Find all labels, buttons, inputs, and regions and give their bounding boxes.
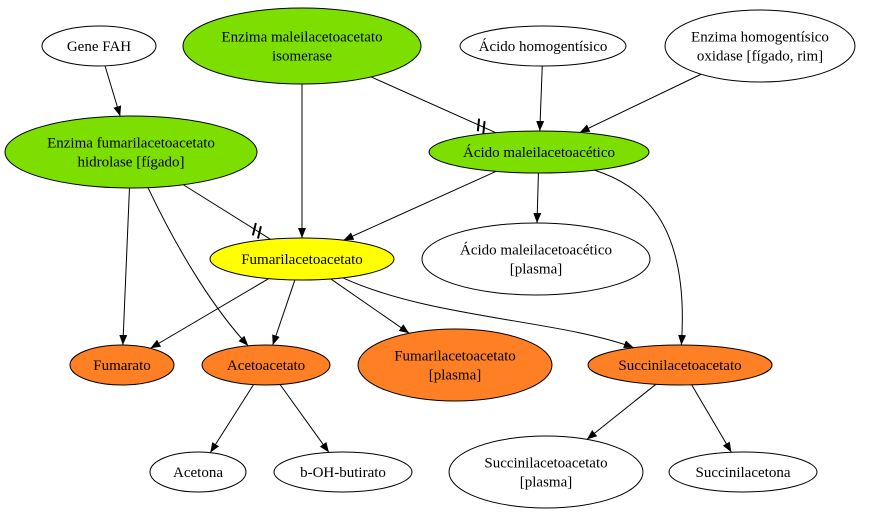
node-ellipse [41, 25, 157, 67]
node-label: Fumarilacetoacetato [394, 349, 516, 365]
edge-maa-to-faa [343, 170, 497, 241]
node-label: Ácido homogentísico [479, 38, 608, 55]
nodes-layer: Gene FAH Enzima maleilacetoacetato isomera… [4, 7, 856, 509]
node-ellipse [69, 344, 175, 386]
node-faa_plasma: Fumarilacetoacetato [plasma] [357, 328, 553, 402]
edge-fah-to-acetoacetato [147, 187, 249, 347]
edge-faa-to-saa [342, 277, 635, 349]
node-gene_fah: Gene FAH [41, 25, 157, 67]
edge-line [104, 65, 122, 117]
node-label: isomerase [272, 49, 332, 65]
node-label: Succinilacetoacetato [618, 358, 741, 374]
node-label: Succinilacetona [696, 465, 791, 481]
edges-layer [104, 65, 732, 453]
node-fumarato: Fumarato [69, 344, 175, 386]
node-label: [plasma] [520, 475, 572, 491]
inhibition-tick-1 [251, 222, 257, 236]
node-label: Fumarato [93, 358, 151, 374]
edge-line [579, 73, 702, 133]
node-label: Succinilacetoacetato [484, 456, 607, 472]
node-hga: Ácido homogentísico [459, 25, 627, 67]
node-ellipse [201, 344, 331, 386]
node-ellipse [587, 344, 773, 386]
node-hgd: Enzima homogentísico oxidase [fígado, rim… [664, 9, 856, 83]
edge-faa-to-acetoacetato [272, 279, 296, 346]
edge-hga-to-maa [536, 65, 545, 132]
node-label: oxidase [fígado, rim] [697, 49, 823, 65]
edge-line [209, 384, 254, 453]
node-label: Ácido maleilacetoacético [463, 144, 615, 161]
edge-line [533, 172, 542, 224]
node-maa: Ácido maleilacetoacético [428, 130, 650, 174]
node-label: [plasma] [429, 368, 481, 384]
node-acetona: Acetona [149, 451, 247, 493]
node-ellipse [459, 25, 627, 67]
node-ellipse [182, 7, 422, 85]
edge-line [183, 184, 271, 240]
inhibition-tick-1 [476, 118, 481, 132]
edge-acetoacetato-to-acetona [209, 384, 254, 453]
edge-fah-to-fumarato [119, 187, 130, 346]
edge-line [691, 384, 732, 453]
edge-line [119, 187, 130, 346]
node-label: Enzima fumarilacetoacetato [47, 136, 215, 152]
edge-line [150, 278, 270, 349]
node-maa_plasma: Ácido maleilacetoacético [plasma] [421, 222, 651, 296]
edge-hgd-to-maa [579, 73, 702, 133]
node-ellipse [448, 435, 644, 509]
node-label: Fumarilacetoacetato [241, 252, 363, 268]
node-ellipse [209, 237, 395, 281]
node-ellipse [357, 328, 553, 402]
edge-line [370, 76, 497, 134]
node-label: b-OH-butirato [300, 465, 386, 481]
edge-line [272, 279, 296, 346]
edge-line [147, 187, 249, 347]
node-fah: Enzima fumarilacetoacetato hidrolase [fíg… [4, 115, 258, 189]
node-faa: Fumarilacetoacetato [209, 237, 395, 281]
node-acetoacetato: Acetoacetato [201, 344, 331, 386]
node-label: Acetoacetato [227, 358, 305, 374]
node-ellipse [664, 9, 856, 83]
node-sa: Succinilacetona [668, 451, 818, 493]
node-mai: Enzima maleilacetoacetato isomerase [182, 7, 422, 85]
edge-faa-to-fumarato [150, 278, 270, 349]
edge-line [536, 65, 545, 132]
edge-line [594, 169, 687, 346]
edge-line [342, 277, 635, 349]
inhibition-tick-2 [256, 225, 262, 239]
node-label: Gene FAH [67, 39, 131, 55]
edge-line [343, 170, 497, 241]
node-ellipse [4, 115, 258, 189]
node-ellipse [149, 451, 247, 493]
edge-gene_fah-to-fah [104, 65, 122, 117]
node-saa: Succinilacetoacetato [587, 344, 773, 386]
edge-maa-to-saa [594, 169, 687, 346]
node-ellipse [273, 451, 413, 493]
edge-faa-to-faa_plasma [330, 278, 410, 334]
node-label: Enzima homogentísico [691, 30, 829, 46]
edge-mai-to-maa [370, 76, 497, 134]
edge-line [279, 384, 330, 453]
node-label: Acetona [173, 465, 223, 481]
edge-maa-to-maa_plasma [533, 172, 542, 224]
node-ellipse [421, 222, 651, 296]
node-label: Enzima maleilacetoacetato [221, 30, 382, 46]
node-label: [plasma] [510, 262, 562, 278]
inhibition-tick-2 [482, 120, 486, 134]
node-bohb: b-OH-butirato [273, 451, 413, 493]
node-ellipse [428, 130, 650, 174]
edge-line [330, 278, 410, 334]
node-ellipse [668, 451, 818, 493]
node-label: hidrolase [fígado] [77, 155, 184, 171]
edge-saa-to-saa_plasma [586, 383, 657, 440]
edge-line [586, 383, 657, 440]
node-saa_plasma: Succinilacetoacetato [plasma] [448, 435, 644, 509]
edge-saa-to-sa [691, 384, 732, 453]
node-label: Ácido maleilacetoacético [460, 242, 612, 259]
edge-acetoacetato-to-bohb [279, 384, 330, 453]
edge-fah-to-faa [183, 184, 271, 240]
